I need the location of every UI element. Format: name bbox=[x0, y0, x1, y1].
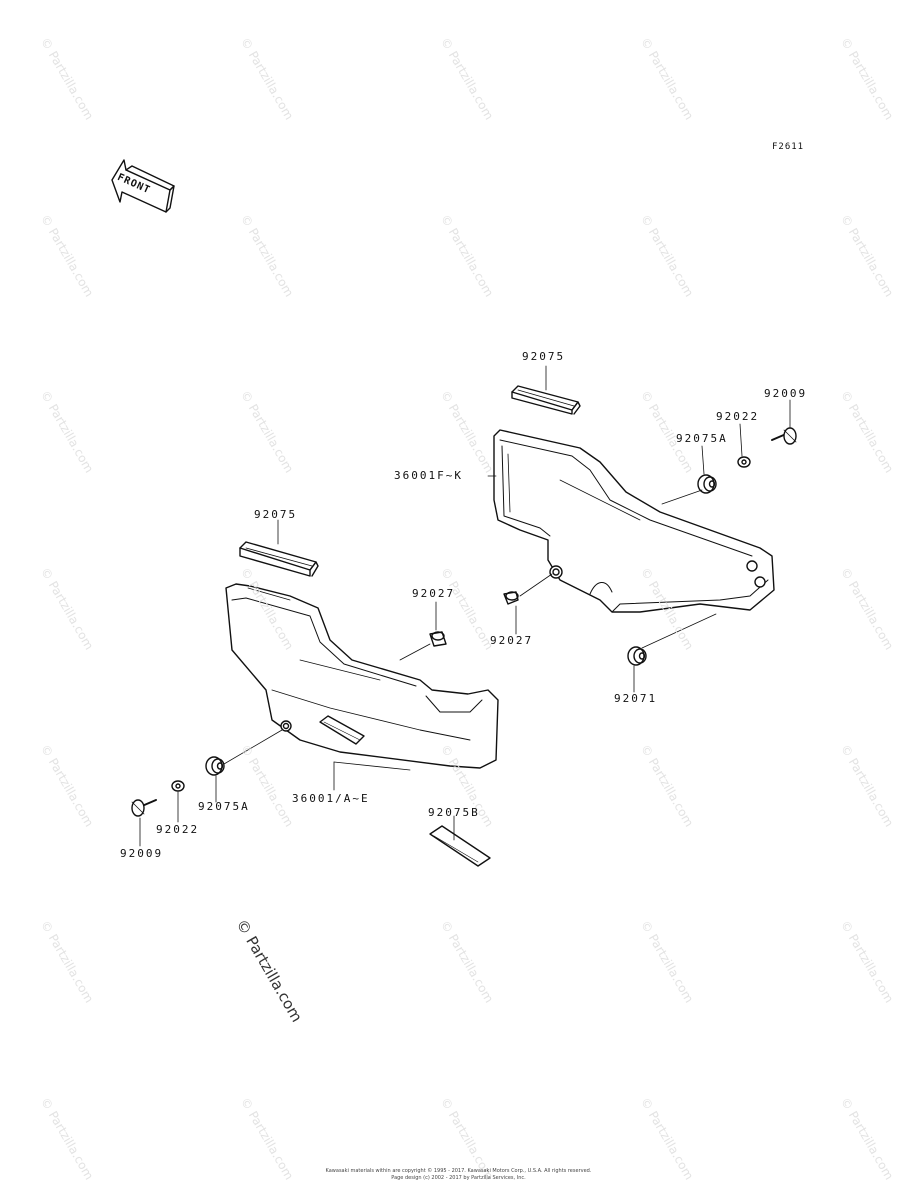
left-damper-icon bbox=[429, 631, 447, 647]
left-washer-icon bbox=[171, 780, 185, 792]
part-label-right-bottom-grommet[interactable]: 92071 bbox=[614, 692, 658, 705]
part-label-right-washer[interactable]: 92022 bbox=[716, 410, 760, 423]
left-bolt-icon bbox=[131, 799, 157, 817]
part-label-emblem[interactable]: 92075B bbox=[428, 806, 480, 819]
part-label-right-cover[interactable]: 36001F~K bbox=[394, 469, 463, 482]
rubber-strip-left bbox=[239, 541, 319, 577]
leader-lines bbox=[139, 365, 791, 847]
right-washer-icon bbox=[737, 456, 751, 468]
part-label-left-washer[interactable]: 92022 bbox=[156, 823, 200, 836]
right-damper-icon bbox=[503, 591, 519, 605]
left-grommet-icon bbox=[205, 756, 225, 776]
part-label-left-grommet[interactable]: 92075A bbox=[198, 800, 250, 813]
footer-design-credit: Page design (c) 2002 - 2017 by Partzilla… bbox=[391, 1175, 526, 1181]
right-grommet-icon bbox=[697, 474, 717, 494]
right-bolt-icon bbox=[771, 427, 797, 445]
figure-code: F2611 bbox=[772, 142, 805, 152]
front-arrow-icon bbox=[111, 159, 175, 213]
part-label-left-damper[interactable]: 92027 bbox=[412, 587, 456, 600]
part-label-upper-strip[interactable]: 92075 bbox=[522, 350, 566, 363]
part-label-right-grommet[interactable]: 92075A bbox=[676, 432, 728, 445]
emblem-sticker bbox=[429, 825, 491, 867]
footer-copyright: Kawasaki materials within are copyright … bbox=[325, 1168, 592, 1174]
left-side-cover bbox=[225, 583, 499, 769]
part-label-left-cover[interactable]: 36001/A~E bbox=[292, 792, 370, 805]
part-label-right-damper[interactable]: 92027 bbox=[490, 634, 534, 647]
part-label-left-strip[interactable]: 92075 bbox=[254, 508, 298, 521]
right-side-cover bbox=[493, 429, 775, 613]
part-label-left-bolt[interactable]: 92009 bbox=[120, 847, 164, 860]
rubber-strip-upper bbox=[511, 385, 581, 415]
part-label-right-bolt[interactable]: 92009 bbox=[764, 387, 808, 400]
right-bottom-grommet-icon bbox=[627, 646, 647, 666]
